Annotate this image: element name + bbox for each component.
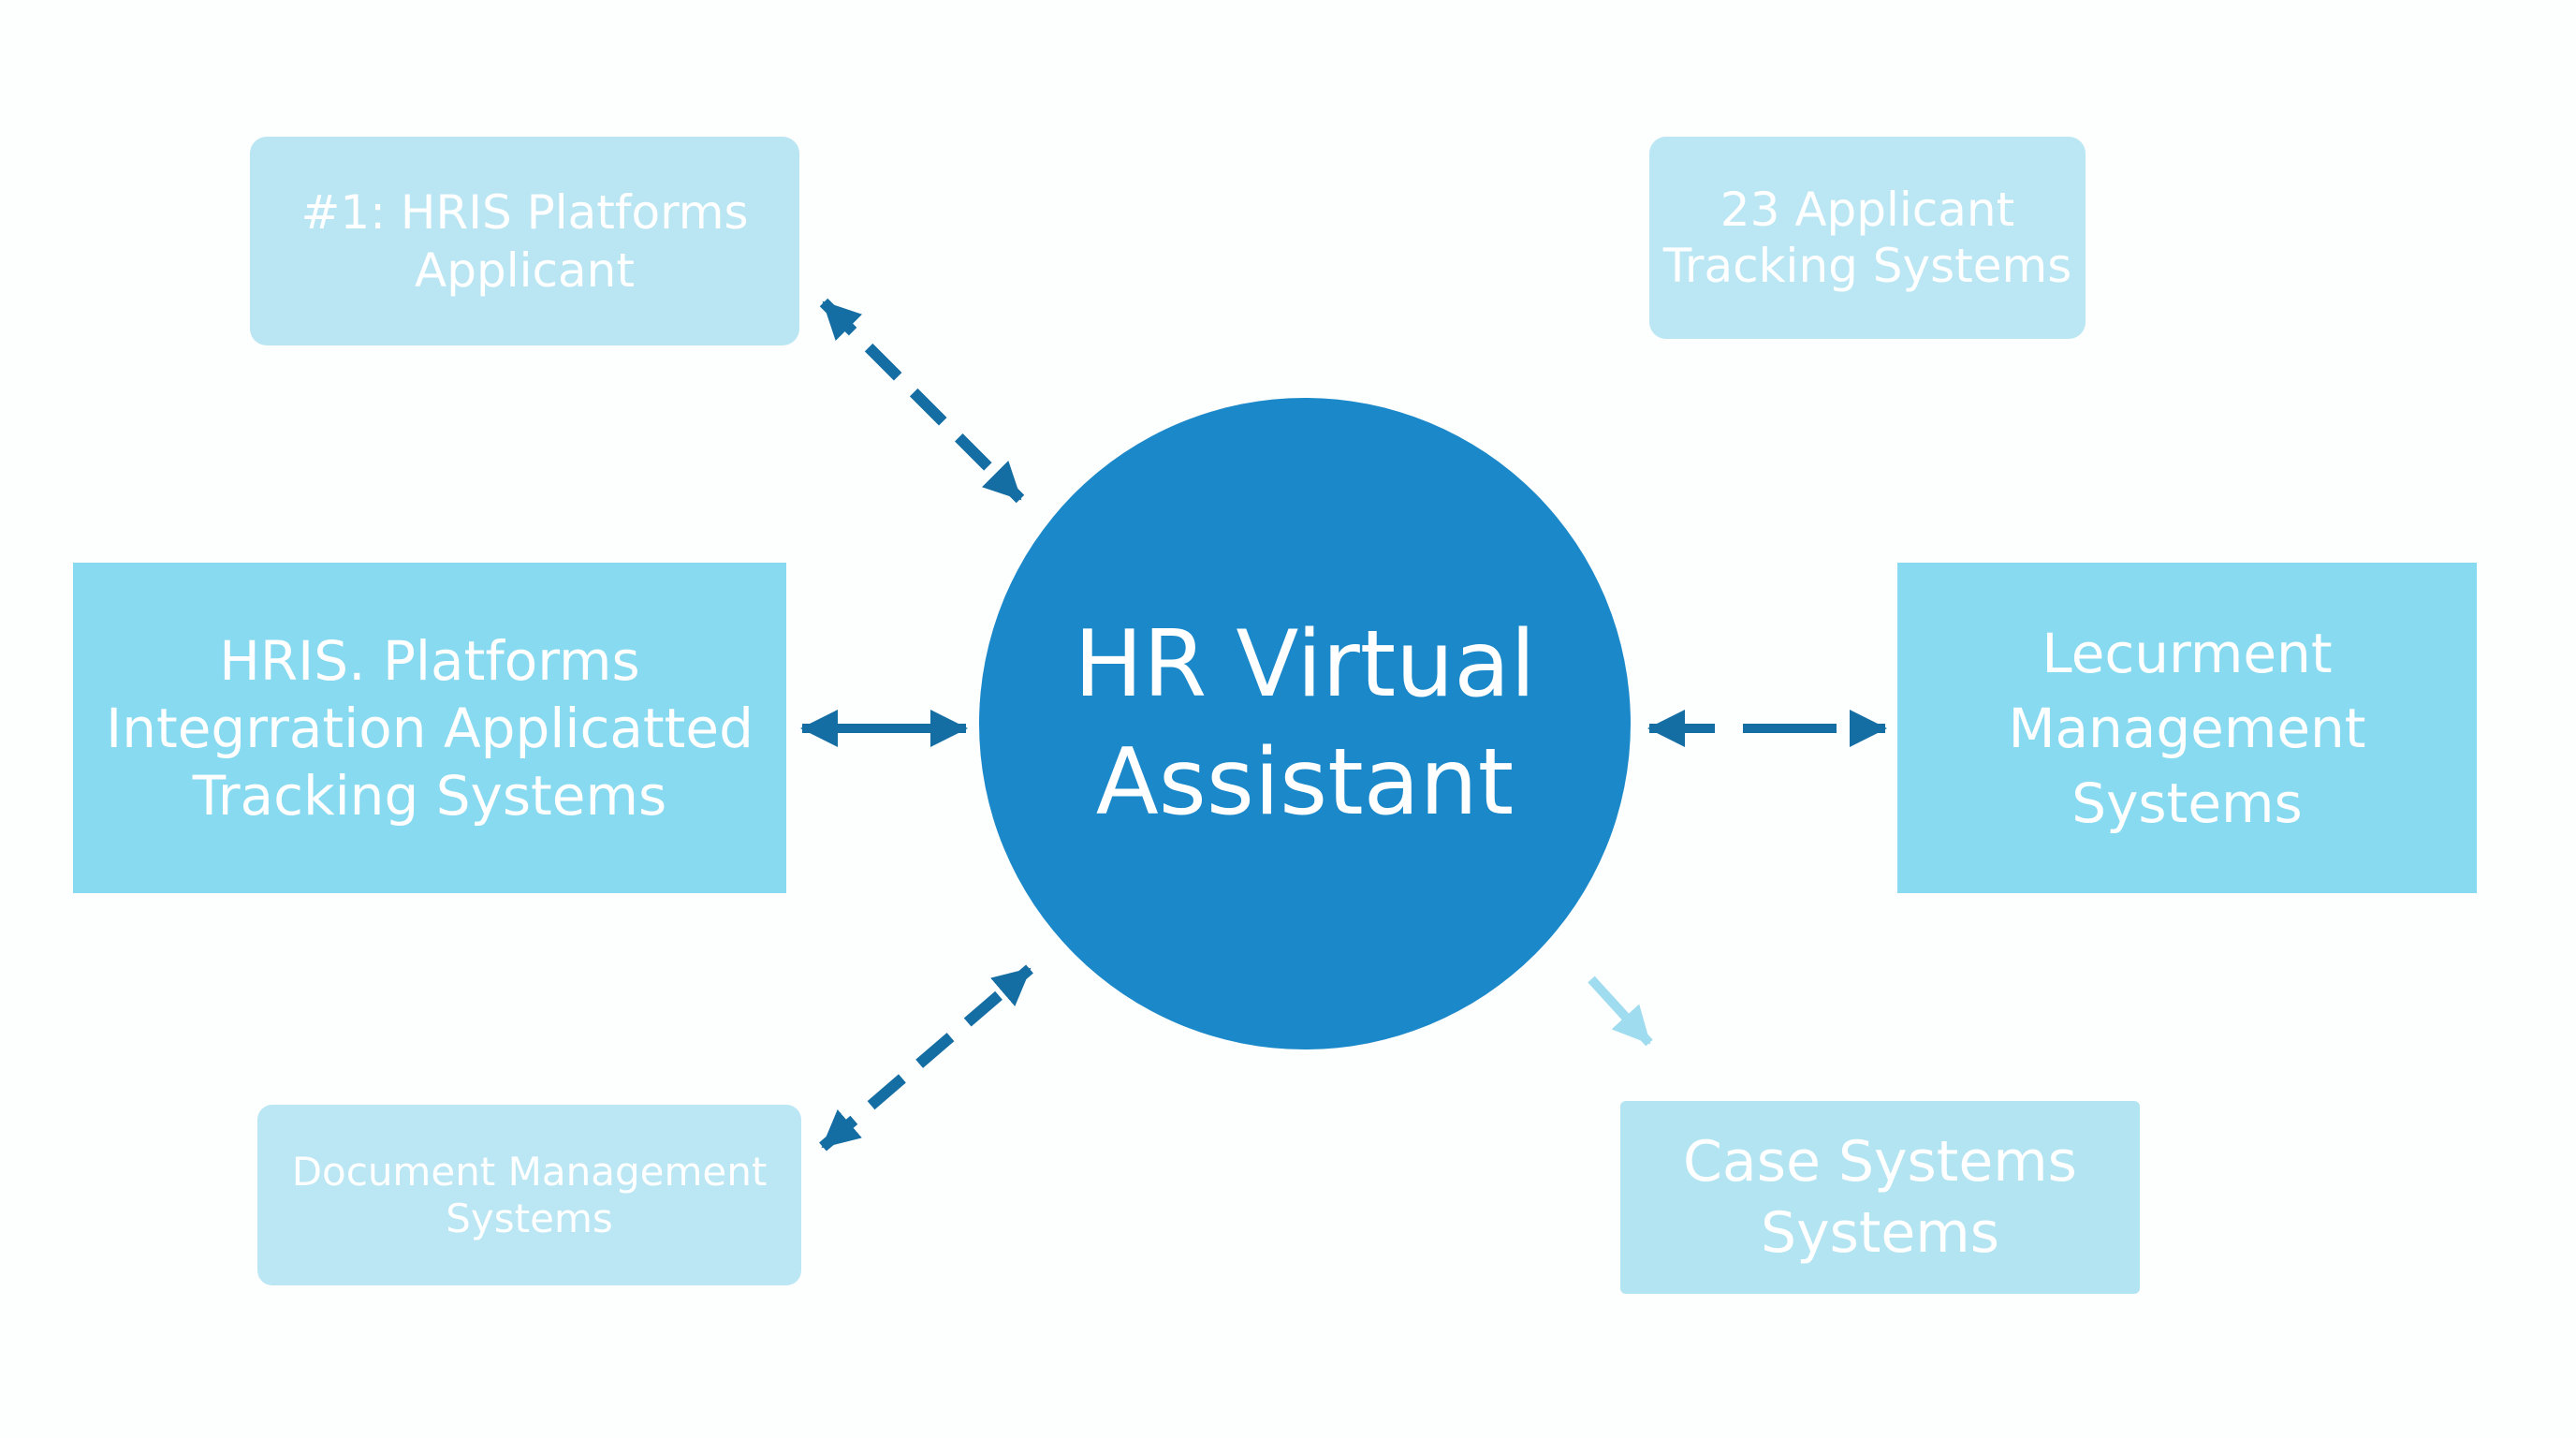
node-applicant-tracking-systems: 23 Applicant Tracking Systems	[1649, 137, 2086, 339]
node-label-line: Document Management	[291, 1148, 768, 1195]
node-label-line: Management	[2008, 696, 2366, 760]
hub-title-line-2: Assistant	[1095, 729, 1515, 836]
node-label-line: Integrration Applicatted	[106, 696, 754, 760]
node-label-line: Case Systems	[1683, 1129, 2077, 1195]
node-label-line: Applicant	[415, 242, 635, 298]
hub-title-line-1: HR Virtual	[1074, 611, 1536, 718]
node-label-line: HRIS. Platforms	[219, 628, 640, 693]
hr-virtual-assistant-hub: HR Virtual Assistant	[979, 398, 1631, 1049]
node-label-line: Systems	[1761, 1200, 1999, 1266]
connector-top-left	[819, 298, 1025, 504]
node-label-line: Tracking Systems	[1662, 239, 2072, 293]
node-label-line: Lecurment	[2042, 621, 2333, 685]
node-label-line: Systems	[446, 1195, 613, 1241]
connector-bottom-left	[819, 964, 1033, 1152]
node-case-systems: Case Systems Systems	[1620, 1101, 2140, 1294]
node-label-line: #1: HRIS Platforms	[300, 184, 749, 240]
connector-bottom-right	[1588, 976, 1653, 1047]
node-label-line: 23 Applicant	[1720, 183, 2015, 237]
node-lecurment-management-systems: Lecurment Management Systems	[1897, 563, 2477, 893]
node-label-line: Tracking Systems	[192, 763, 667, 828]
node-hris-platforms-applicant: #1: HRIS Platforms Applicant	[250, 137, 799, 345]
node-document-management-systems: Document Management Systems	[257, 1105, 801, 1285]
node-hris-platforms-integration: HRIS. Platforms Integrration Applicatted…	[73, 563, 786, 893]
node-label-line: Systems	[2071, 770, 2303, 835]
